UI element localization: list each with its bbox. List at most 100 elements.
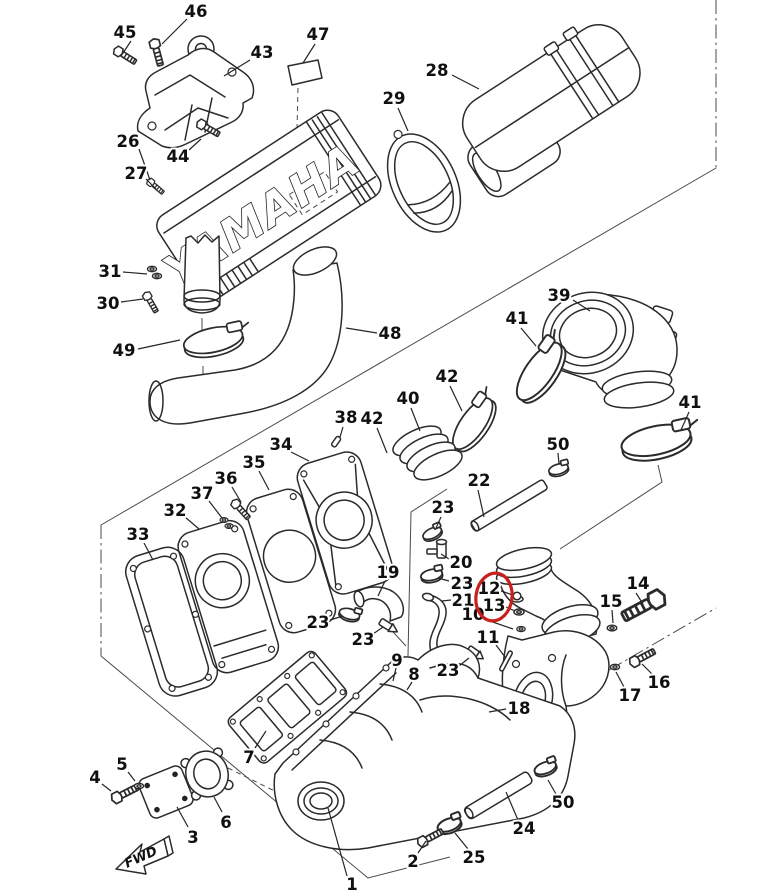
callout-35-23: 35: [243, 453, 266, 472]
callout-7-47: 7: [243, 748, 254, 767]
callout-36-24: 36: [215, 469, 238, 488]
callout-50-56: 50: [552, 793, 575, 812]
callout-22-19: 22: [468, 471, 491, 490]
leader-16-42: [641, 663, 653, 675]
leader-46-1: [161, 18, 188, 45]
leader-34-22: [290, 451, 310, 462]
leader-42-21: [376, 427, 388, 454]
part-28-muffler: [461, 24, 641, 198]
callout-25-54: 25: [463, 848, 486, 867]
leader-44-6: [188, 138, 202, 151]
leader-14-40: [635, 592, 644, 605]
leader-42-15: [449, 385, 463, 412]
leader-47-3: [302, 43, 316, 64]
callout-3-48: 3: [187, 828, 198, 847]
leader-27-5: [145, 178, 157, 190]
callout-13-34: 13: [483, 596, 506, 615]
fitting-23-c: [378, 618, 399, 633]
leader-24-55: [505, 791, 519, 821]
leader-50-18: [557, 452, 560, 465]
leader-33-27: [143, 542, 154, 561]
leader-38-20: [339, 426, 344, 438]
callout-23-39: 23: [437, 661, 460, 680]
leader-23-38: [372, 626, 384, 635]
callout-20-30: 20: [450, 553, 473, 572]
clamp-23-a: [418, 563, 446, 586]
callout-37-25: 37: [191, 484, 214, 503]
callout-15-41: 15: [600, 592, 623, 611]
callout-46-1: 46: [185, 2, 208, 21]
part-32-outer-cover: [177, 519, 280, 674]
washer-37b: [224, 522, 234, 530]
bolt-16: [626, 645, 658, 670]
callout-4-50: 4: [89, 768, 100, 787]
part-3-cover-plate: [138, 765, 194, 819]
leader-45-0: [120, 40, 132, 57]
callout-40-16: 40: [397, 389, 420, 408]
part-24-pipe: [463, 771, 533, 820]
callout-16-42: 16: [648, 673, 671, 692]
nut-31: [146, 265, 158, 273]
leader-43-2: [223, 59, 251, 77]
leader-40-16: [410, 407, 421, 432]
leader-11-36: [495, 644, 506, 658]
callout-11-36: 11: [477, 628, 500, 647]
part-48-hose: [148, 246, 343, 425]
leader-23-39: [458, 657, 470, 667]
stud-11: [499, 650, 513, 672]
callout-21-32: 21: [452, 591, 475, 610]
callout-31-9: 31: [99, 262, 122, 281]
part-47-damper: [287, 59, 323, 86]
leader-23-29: [435, 516, 442, 529]
callout-33-27: 33: [127, 525, 150, 544]
leader-15-41: [611, 609, 614, 624]
leader-49-11: [137, 339, 181, 350]
leader-37-25: [208, 500, 223, 519]
bolt-30: [140, 289, 161, 315]
callout-8-45: 8: [408, 665, 419, 684]
callout-26-4: 26: [117, 132, 140, 151]
callout-2-53: 2: [407, 852, 418, 871]
bolt-45: [111, 44, 139, 67]
callout-29-8: 29: [383, 89, 406, 108]
callout-30-10: 30: [97, 294, 120, 313]
highlight-circle: [474, 571, 514, 623]
washer-37: [219, 516, 229, 524]
stud-26-27: [144, 176, 167, 197]
washer-10: [516, 625, 526, 633]
washer-5: [133, 782, 145, 790]
leader-29-8: [397, 107, 409, 132]
part-33-gasket: [124, 546, 219, 697]
part-34-inner-cover: [296, 451, 394, 595]
leader-1-52: [327, 807, 348, 877]
callout-23-38: 23: [352, 630, 375, 649]
callout-42-21: 42: [361, 409, 384, 428]
part-22-pipe: [470, 479, 548, 532]
part-29-muffler-gasket: [386, 129, 462, 233]
callout-50-18: 50: [547, 435, 570, 454]
callout-23-29: 23: [432, 498, 455, 517]
washer-13: [513, 608, 525, 616]
leader-36-24: [231, 486, 242, 503]
leader-17-43: [615, 671, 625, 688]
leader-23-31: [437, 577, 450, 582]
callout-39-13: 39: [548, 286, 571, 305]
leader-23-37: [329, 615, 344, 621]
callout-45-0: 45: [114, 23, 137, 42]
bolt-46: [147, 36, 167, 68]
callout-18-46: 18: [508, 699, 531, 718]
leader-6-49: [213, 796, 223, 813]
callout-44-6: 44: [167, 147, 190, 166]
washer-17: [609, 663, 621, 671]
part-19-hose: [353, 586, 405, 622]
callout-47-3: 47: [307, 25, 330, 44]
leader-2-53: [417, 840, 427, 854]
leader-4-50: [101, 783, 112, 792]
callout-49-11: 49: [113, 341, 136, 360]
leader-9-44: [392, 667, 397, 682]
part-35-gasket: [245, 488, 337, 634]
leader-25-54: [454, 832, 469, 850]
callout-5-51: 5: [116, 755, 127, 774]
